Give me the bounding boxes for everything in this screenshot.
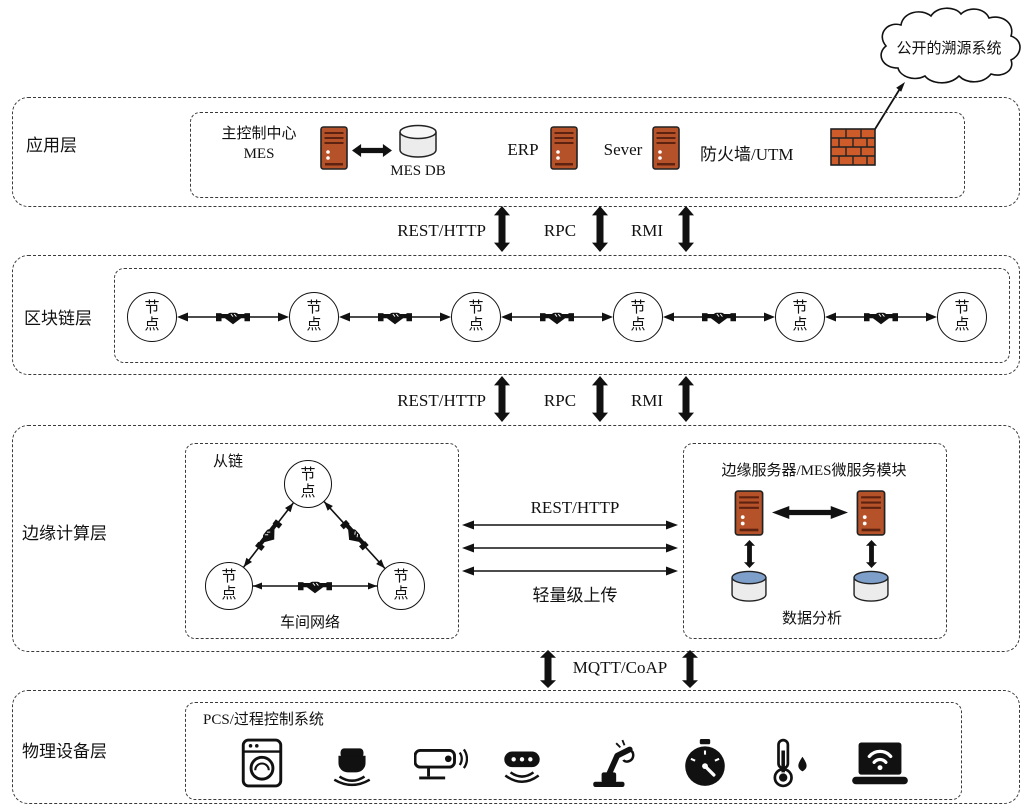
slave-chain-box <box>185 443 459 639</box>
database-icon <box>727 570 771 602</box>
server-icon <box>734 490 764 536</box>
edge-layer-box <box>12 425 1020 652</box>
blockchain-node: 节点 <box>127 292 177 342</box>
vertical-double-arrow <box>592 206 608 252</box>
firewall-to-cloud-arrow <box>871 82 905 135</box>
physical-inner-box <box>185 702 962 800</box>
server-db-double-arrow <box>744 540 755 568</box>
horizontal-double-arrow <box>462 543 678 553</box>
edge-servers-double-arrow <box>772 506 848 519</box>
server-icon <box>320 126 348 170</box>
vertical-double-arrow <box>540 650 556 688</box>
blockchain-node: 节点 <box>937 292 987 342</box>
node-link <box>663 307 775 327</box>
server-icon <box>550 126 578 170</box>
mid-rpc-label: RPC <box>543 391 577 410</box>
blockchain-node: 节点 <box>289 292 339 342</box>
blockchain-node: 节点 <box>451 292 501 342</box>
vertical-double-arrow <box>678 376 694 422</box>
edge-node: 节点 <box>205 562 253 610</box>
sever-label: Sever <box>603 140 643 159</box>
firewall-icon <box>830 128 876 166</box>
server-db-double-arrow <box>866 540 877 568</box>
slave-chain-links <box>243 501 386 600</box>
motion-sensor-icon <box>327 738 377 788</box>
lightweight-upload-label: 轻量级上传 <box>532 586 618 605</box>
vertical-double-arrow <box>592 376 608 422</box>
blockchain-inner-box <box>114 268 1010 363</box>
thermometer-icon <box>768 738 814 788</box>
vertical-double-arrow <box>682 650 698 688</box>
vertical-double-arrow <box>494 376 510 422</box>
iot-beacon-icon <box>497 738 547 788</box>
server-icon <box>856 490 886 536</box>
database-icon <box>849 570 893 602</box>
public-traceability-cloud: 公开的溯源系统 <box>868 4 1030 90</box>
mid-rmi-label: RMI <box>630 391 664 410</box>
node-link <box>501 307 613 327</box>
vertical-double-arrow <box>494 206 510 252</box>
mqtt-coap-label: MQTT/CoAP <box>572 658 668 677</box>
physical-layer-label: 物理设备层 <box>22 742 107 761</box>
mes-db-double-arrow <box>352 144 392 157</box>
data-analysis-label: 数据分析 <box>781 611 842 627</box>
node-link <box>177 307 289 327</box>
edge-layer-label: 边缘计算层 <box>22 524 107 543</box>
database-icon <box>396 124 440 158</box>
blockchain-node: 节点 <box>775 292 825 342</box>
horizontal-double-arrow <box>462 520 678 530</box>
vertical-double-arrow <box>678 206 694 252</box>
edge-server-title: 边缘服务器/MES微服务模块 <box>721 463 907 479</box>
application-inner-box <box>190 112 965 198</box>
top-rpc-label: RPC <box>543 221 577 240</box>
laptop-wifi-icon <box>850 740 910 790</box>
blockchain-node: 节点 <box>613 292 663 342</box>
server-icon <box>652 126 680 170</box>
top-rmi-label: RMI <box>630 221 664 240</box>
mes-db-label: MES DB <box>390 163 446 179</box>
horizontal-double-arrow <box>462 566 678 576</box>
erp-label: ERP <box>507 140 539 159</box>
edge-rest-http-label: REST/HTTP <box>530 498 620 517</box>
pcs-label: PCS/过程控制系统 <box>203 712 324 728</box>
slave-chain-label: 从链 <box>213 454 244 470</box>
node-link <box>825 307 937 327</box>
blockchain-layer-box <box>12 255 1020 375</box>
edge-node: 节点 <box>284 460 332 508</box>
mid-rest-http-label: REST/HTTP <box>397 391 486 410</box>
blockchain-layer-label: 区块链层 <box>24 309 92 328</box>
mes-control-center-label: 主控制中心 MES <box>221 126 297 163</box>
application-layer-label: 应用层 <box>26 136 77 155</box>
workshop-network-label: 车间网络 <box>279 615 340 631</box>
edge-node: 节点 <box>377 562 425 610</box>
gauge-icon <box>682 738 728 788</box>
cloud-label: 公开的溯源系统 <box>896 41 1002 57</box>
edge-server-box <box>683 443 947 639</box>
physical-layer-box <box>12 690 1020 804</box>
cctv-camera-icon <box>414 742 468 788</box>
application-layer-box <box>12 97 1020 207</box>
cloud-icon <box>880 7 1021 84</box>
top-rest-http-label: REST/HTTP <box>397 221 486 240</box>
node-link <box>339 307 451 327</box>
robot-arm-icon <box>587 738 637 788</box>
firewall-label: 防火墙/UTM <box>700 145 794 164</box>
washing-machine-icon <box>237 738 287 788</box>
